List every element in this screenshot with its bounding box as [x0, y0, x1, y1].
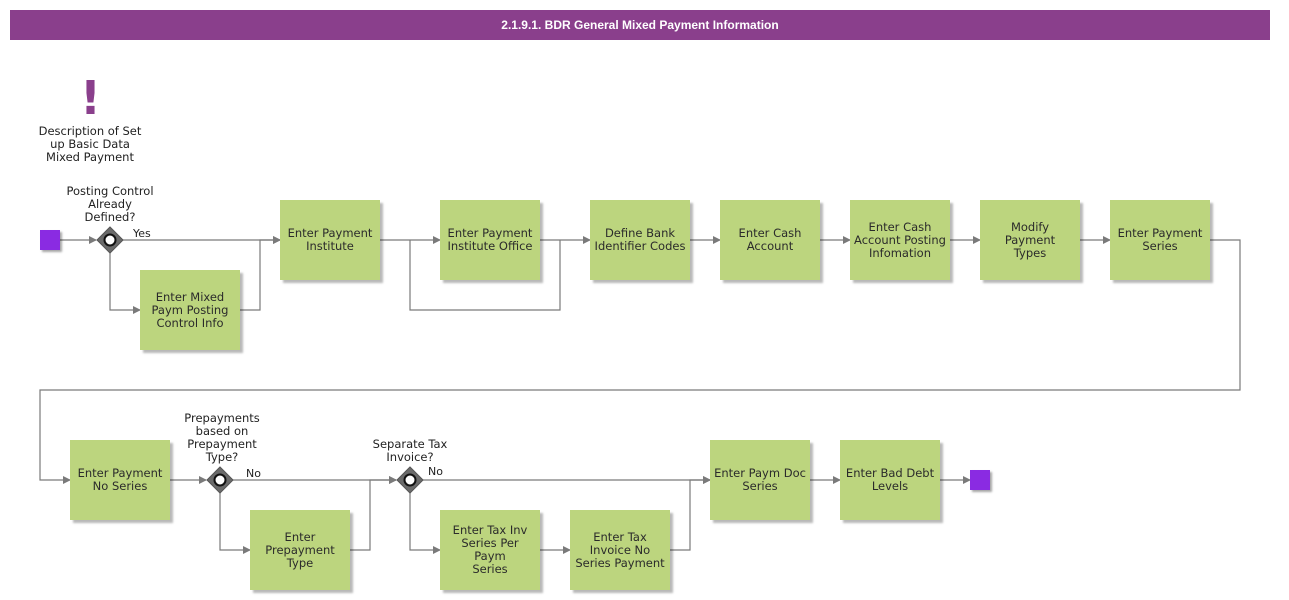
exclamation-icon: ! [80, 71, 101, 125]
start-event [40, 230, 60, 250]
connector [240, 236, 281, 311]
connector [109, 253, 141, 314]
gateway-branch-yes: Yes [133, 227, 151, 240]
diagram-title: 2.1.9.1. BDR General Mixed Payment Infor… [10, 10, 1270, 40]
connector [409, 493, 441, 554]
gateway-prepayments [206, 466, 234, 494]
connector [409, 240, 561, 311]
end-event [970, 470, 990, 490]
gateway-separate-tax [396, 466, 424, 494]
gateway-branch-no: No [428, 465, 443, 478]
connector [670, 476, 711, 551]
connector [219, 493, 251, 554]
connector [350, 476, 397, 551]
gateway-posting-control [96, 226, 124, 254]
gateway-branch-no: No [246, 467, 261, 480]
connector [39, 239, 1241, 484]
